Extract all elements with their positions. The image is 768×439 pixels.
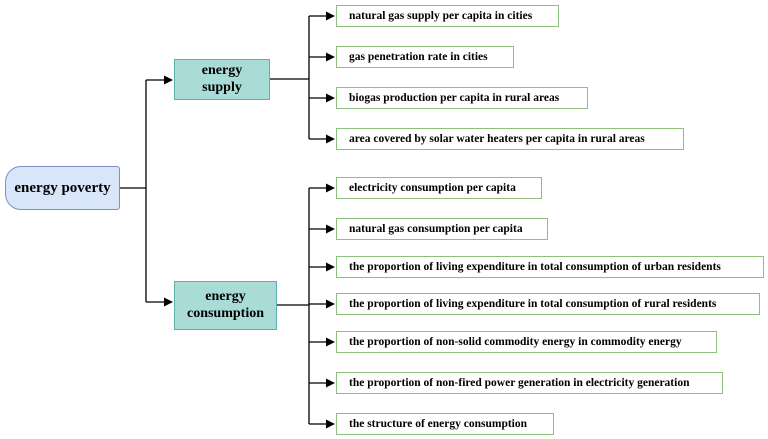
indicator-node: area covered by solar water heaters per … xyxy=(336,128,684,150)
indicator-node: the proportion of living expenditure in … xyxy=(336,293,760,315)
root-node-energy-poverty: energy poverty xyxy=(5,166,120,210)
category-node-energy-consumption: energy consumption xyxy=(174,281,277,330)
consumption-connector xyxy=(277,183,335,429)
indicator-label: electricity consumption per capita xyxy=(349,182,516,194)
indicator-label: the proportion of living expenditure in … xyxy=(349,298,717,310)
indicator-node: gas penetration rate in cities xyxy=(336,46,514,68)
category-label-line2: consumption xyxy=(186,305,265,321)
supply-connector xyxy=(270,11,335,144)
indicator-label: natural gas supply per capita in cities xyxy=(349,10,533,22)
indicator-label: the proportion of living expenditure in … xyxy=(349,261,721,273)
indicator-label: the proportion of non-fired power genera… xyxy=(349,377,690,389)
indicator-label: gas penetration rate in cities xyxy=(349,51,488,63)
category-label-line1: energy xyxy=(205,289,246,305)
indicator-node: the proportion of non-fired power genera… xyxy=(336,372,723,394)
indicator-node: natural gas consumption per capita xyxy=(336,218,548,240)
root-node-label: energy poverty xyxy=(14,179,111,196)
indicator-label: the proportion of non-solid commodity en… xyxy=(349,336,682,348)
category-label-line2: supply xyxy=(202,79,242,95)
indicator-label: area covered by solar water heaters per … xyxy=(349,133,645,145)
indicator-node: biogas production per capita in rural ar… xyxy=(336,87,588,109)
root-connector xyxy=(120,75,173,307)
indicator-label: biogas production per capita in rural ar… xyxy=(349,92,560,104)
category-node-energy-supply: energy supply xyxy=(174,59,270,100)
indicator-node: electricity consumption per capita xyxy=(336,177,542,199)
category-label-line1: energy xyxy=(201,63,243,79)
indicator-node: the proportion of non-solid commodity en… xyxy=(336,331,717,353)
indicator-node: the structure of energy consumption xyxy=(336,413,554,435)
indicator-node: natural gas supply per capita in cities xyxy=(336,5,559,27)
indicator-node: the proportion of living expenditure in … xyxy=(336,256,764,278)
indicator-label: the structure of energy consumption xyxy=(349,418,528,430)
indicator-label: natural gas consumption per capita xyxy=(349,223,523,235)
